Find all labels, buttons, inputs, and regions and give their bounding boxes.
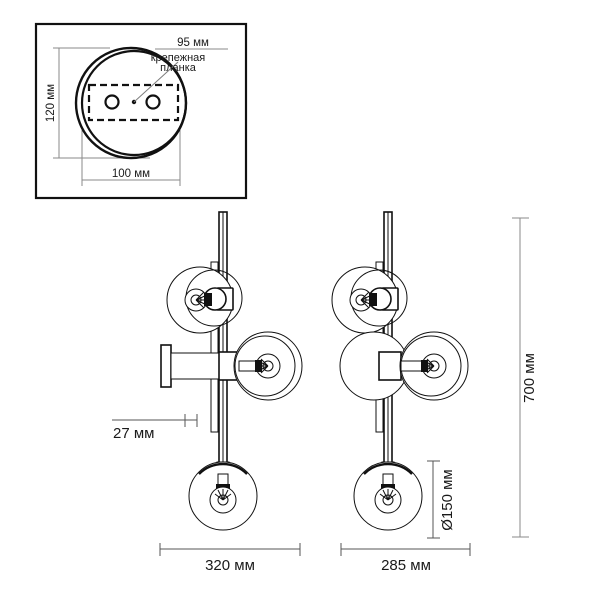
wall-arm bbox=[170, 352, 220, 380]
globe-diameter-label: Ø150 мм bbox=[439, 469, 456, 531]
inset-height-label: 120 мм bbox=[45, 84, 57, 122]
left-width-dimension: 320 мм bbox=[159, 543, 301, 574]
mounting-plate-inset: 120 мм 100 мм 95 мм крепежная планка bbox=[34, 22, 248, 200]
projection-dimension: 27 мм bbox=[112, 414, 198, 442]
r-upper-bulb-base bbox=[369, 293, 377, 306]
bottom-filament bbox=[214, 489, 232, 501]
plate-diameter-label: 95 мм bbox=[177, 37, 209, 49]
upper-bulb-base bbox=[204, 293, 212, 306]
left-fixture-front-view bbox=[160, 211, 303, 531]
screw-hole-left bbox=[104, 94, 120, 110]
bottom-globe-top-arc bbox=[198, 462, 248, 475]
screw-hole-right bbox=[145, 94, 161, 110]
projection-label: 27 мм bbox=[113, 425, 154, 442]
upper-filament bbox=[195, 291, 208, 309]
left-bottom-globe-assembly bbox=[188, 461, 258, 531]
right-upper-globe-assembly bbox=[331, 266, 408, 334]
left-middle-globe-assembly bbox=[233, 331, 303, 401]
globe-diameter-dimension: Ø150 мм bbox=[427, 460, 456, 539]
middle-filament bbox=[257, 358, 269, 374]
r-bottom-filament bbox=[379, 489, 397, 501]
r-upper-filament bbox=[360, 291, 373, 309]
r-bottom-globe-top-arc bbox=[363, 462, 413, 475]
plate-inner-circle bbox=[80, 49, 188, 157]
right-width-label: 285 мм bbox=[381, 557, 431, 574]
r-middle-globe-stem bbox=[400, 360, 424, 372]
r-middle-filament bbox=[423, 358, 435, 374]
right-middle-assembly bbox=[339, 331, 469, 401]
left-wall-bracket bbox=[160, 344, 240, 388]
right-bottom-globe-assembly bbox=[353, 461, 423, 531]
callout-label-line1: крепежная bbox=[151, 52, 206, 64]
inset-width-dimension: 100 мм bbox=[81, 130, 181, 186]
left-upper-globe-assembly bbox=[166, 266, 243, 334]
inset-width-label: 100 мм bbox=[112, 168, 150, 180]
right-width-dimension: 285 мм bbox=[340, 543, 471, 574]
mounting-bar-dashed bbox=[87, 83, 180, 122]
callout-label-line2: планка bbox=[160, 62, 197, 74]
total-height-dimension: 700 мм bbox=[512, 217, 538, 538]
right-fixture-side-view bbox=[331, 211, 469, 531]
r-junction-block bbox=[378, 351, 402, 381]
middle-globe-inner-ring bbox=[234, 335, 296, 397]
middle-bulb-base bbox=[255, 360, 262, 372]
callout-leader-line bbox=[133, 61, 179, 103]
r-middle-bulb-base bbox=[421, 360, 428, 372]
total-height-label: 700 мм bbox=[521, 353, 538, 403]
wall-plate bbox=[160, 344, 172, 388]
left-width-label: 320 мм bbox=[205, 557, 255, 574]
plate-diameter-dimension: 95 мм bbox=[155, 37, 228, 50]
